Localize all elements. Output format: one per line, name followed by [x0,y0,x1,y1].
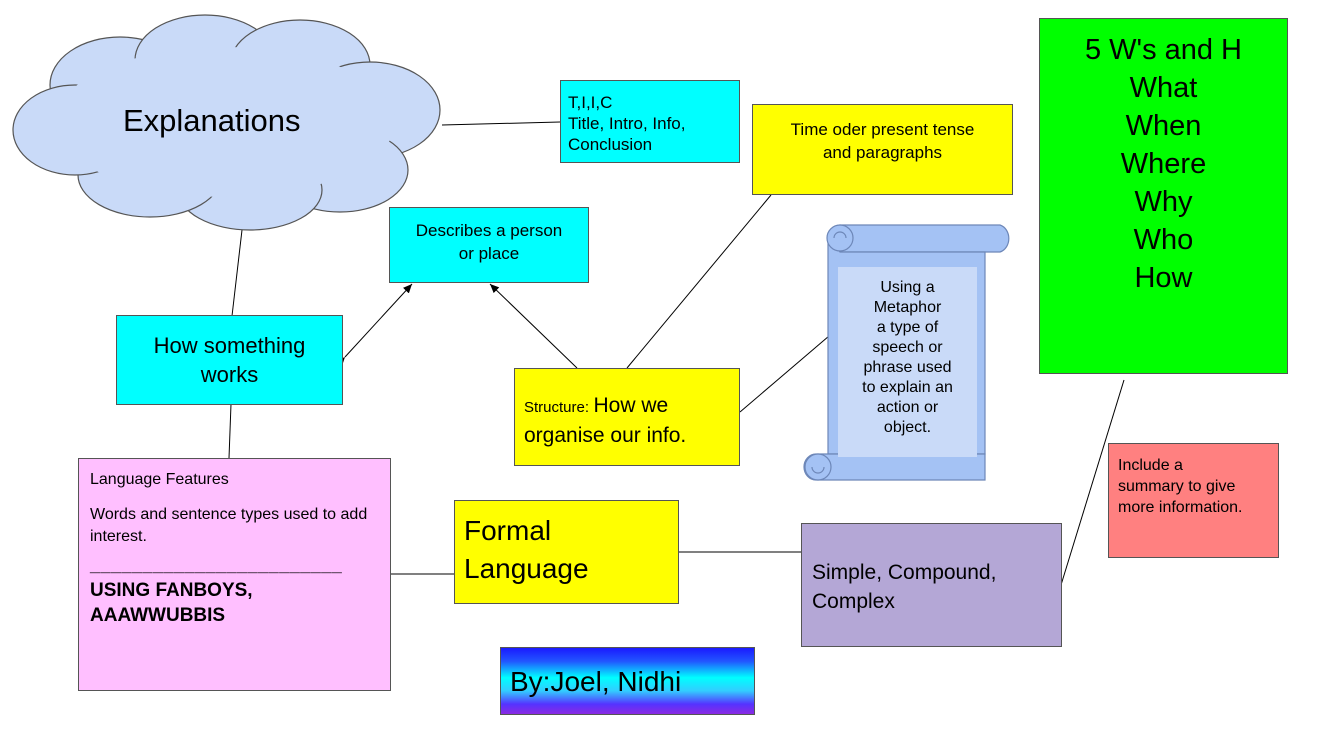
line-simple-fivews [1060,379,1125,586]
five-ws-line-0: 5 W's and H [1084,34,1243,66]
line-howworks-language [228,403,232,459]
five-ws-line-5: Who [1133,224,1194,256]
line-structure-metaphor [739,335,830,413]
five-ws-line-2: When [1125,110,1202,142]
line-cloud-howworks [231,229,243,317]
language-features-description: Words and sentence types used to add int… [90,506,368,545]
line-structure-timeorder [626,194,772,369]
five-ws-line-6: How [1134,262,1193,294]
summary-text: Include a summary to give more informati… [1118,457,1243,516]
arrow-howworks-describes [335,283,413,367]
byline-box: By:Joel, Nidhi [500,647,755,715]
how-works-text: How something works [153,333,306,387]
cloud-label: Explanations [123,103,301,138]
structure-large: How we [593,394,669,417]
structure-small: Structure: [524,399,590,416]
sentence-types-box: Simple, Compound, Complex [801,523,1062,647]
tiic-line2: Title, Intro, Info, [568,114,686,133]
arrow-structure-describes [489,283,578,369]
metaphor-text: Using a Metaphor a type of speech or phr… [862,279,953,436]
formal-language-box: Formal Language [454,500,679,604]
formal-language-text: Formal Language [464,515,589,584]
time-order-text: Time oder present tense and paragraphs [790,120,975,162]
metaphor-scroll [803,224,1010,481]
summary-box: Include a summary to give more informati… [1108,443,1279,558]
describes-box: Describes a person or place [389,207,589,283]
time-order-box: Time oder present tense and paragraphs [752,104,1013,195]
language-features-bold: USING FANBOYS, AAAWWUBBIS [90,580,253,626]
sentence-types-text: Simple, Compound, Complex [812,561,997,613]
structure-line2: organise our info. [524,424,687,447]
structure-line1: Structure: How we [524,392,739,421]
language-features-underline: ________________________ [90,555,343,575]
byline-text: By:Joel, Nidhi [510,666,682,697]
tiic-line1: T,I,I,C [568,93,613,112]
tiic-box: T,I,I,C Title, Intro, Info, Conclusion [560,80,740,163]
language-features-box: Language Features Words and sentence typ… [78,458,391,691]
line-cloud-tiic [441,121,561,126]
explanations-cloud [12,14,441,231]
structure-box: Structure: How we organise our info. [514,368,740,466]
five-ws-box: 5 W's and H What When Where Why Who How [1039,18,1288,374]
five-ws-line-1: What [1129,72,1198,104]
describes-text: Describes a person or place [415,221,563,263]
language-features-title: Language Features [90,471,229,488]
five-ws-line-3: Where [1120,148,1207,180]
how-works-box: How something works [116,315,343,405]
tiic-line3: Conclusion [568,135,653,154]
five-ws-line-4: Why [1134,186,1193,218]
